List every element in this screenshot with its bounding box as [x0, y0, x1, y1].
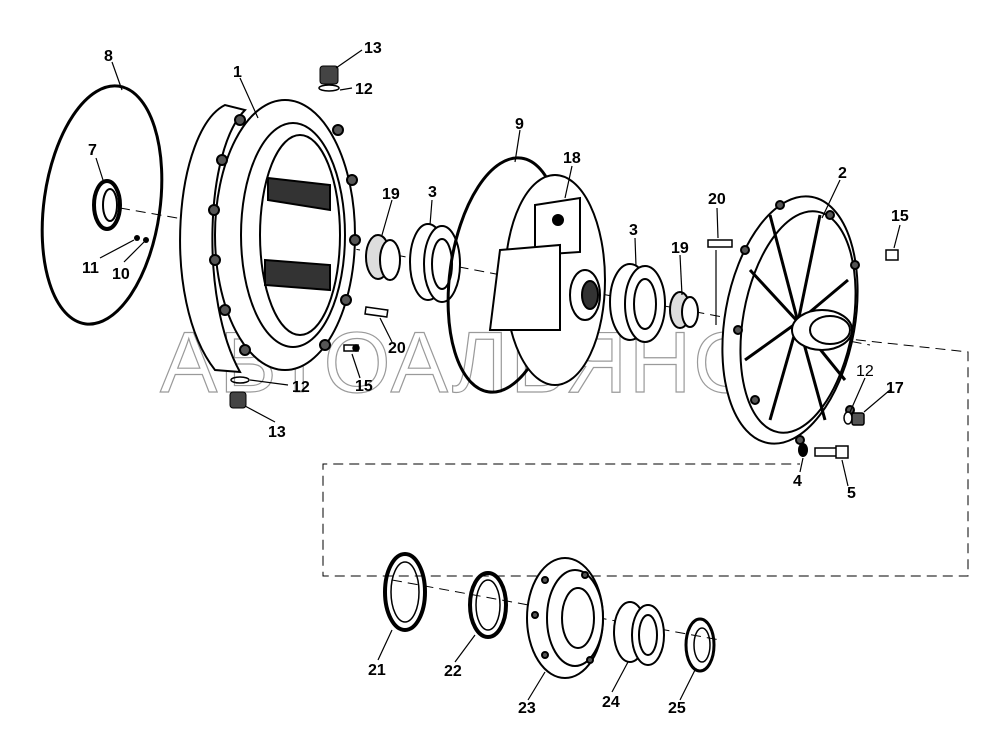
label-5: 5: [847, 485, 856, 502]
part-20-pin-left: [364, 306, 389, 318]
label-3-left: 3: [428, 184, 437, 201]
part-23-flange: [526, 557, 604, 679]
label-20-right: 20: [708, 191, 726, 208]
label-1: 1: [233, 64, 242, 81]
part-20-pin-right: [707, 239, 733, 248]
part-3-bearing-left: [409, 223, 461, 303]
label-2: 2: [838, 165, 847, 182]
label-9: 9: [515, 116, 524, 133]
part-1-housing: [179, 99, 361, 374]
label-21: 21: [368, 662, 386, 679]
part-15-bolt-left: [343, 344, 360, 352]
label-17: 17: [886, 380, 904, 397]
part-13-plug-bottom: [229, 376, 250, 409]
part-10-11-pins: [134, 235, 149, 243]
part-24-bearing: [613, 601, 665, 666]
part-25-seal: [684, 617, 716, 673]
part-3-bearing-right: [609, 263, 666, 343]
label-11: 11: [82, 260, 99, 277]
label-18: 18: [563, 150, 581, 167]
label-12-bottom: 12: [292, 379, 310, 396]
label-13-top: 13: [364, 40, 382, 57]
part-22-ring: [468, 571, 508, 639]
label-13-bottom: 13: [268, 424, 286, 441]
label-23: 23: [518, 700, 536, 717]
part-15-bolt-right: [885, 249, 899, 261]
label-3-right: 3: [629, 222, 638, 239]
part-21-ring: [383, 552, 427, 632]
part-17-plug: [843, 411, 865, 426]
part-7-seal: [92, 179, 122, 231]
part-13-plug-top: [318, 65, 340, 92]
label-15-right: 15: [891, 208, 909, 225]
label-19-right: 19: [671, 240, 689, 257]
part-2-cover: [721, 195, 860, 445]
callout-numbers: 8 7 11 10 1 13 12 9 18 19 3 3 19 20 2 15…: [82, 40, 909, 717]
label-12-right: 12: [856, 363, 874, 380]
label-15-left: 15: [355, 378, 373, 395]
part-19-bearing-left: [365, 234, 401, 281]
label-8: 8: [104, 48, 113, 65]
label-12-top: 12: [355, 81, 373, 98]
label-24: 24: [602, 694, 620, 711]
label-20-left: 20: [388, 340, 406, 357]
part-5-bolt: [814, 445, 849, 459]
leader-lines: [95, 49, 901, 701]
label-10: 10: [112, 266, 130, 283]
part-8-o-ring: [40, 84, 164, 326]
part-4-washer: [798, 443, 808, 457]
label-19-left: 19: [382, 186, 400, 203]
label-25: 25: [668, 700, 686, 717]
label-22: 22: [444, 663, 462, 680]
part-19-bearing-right: [669, 291, 699, 329]
part-18-rotor: [488, 174, 606, 386]
label-4: 4: [793, 473, 802, 490]
label-7: 7: [88, 142, 97, 159]
